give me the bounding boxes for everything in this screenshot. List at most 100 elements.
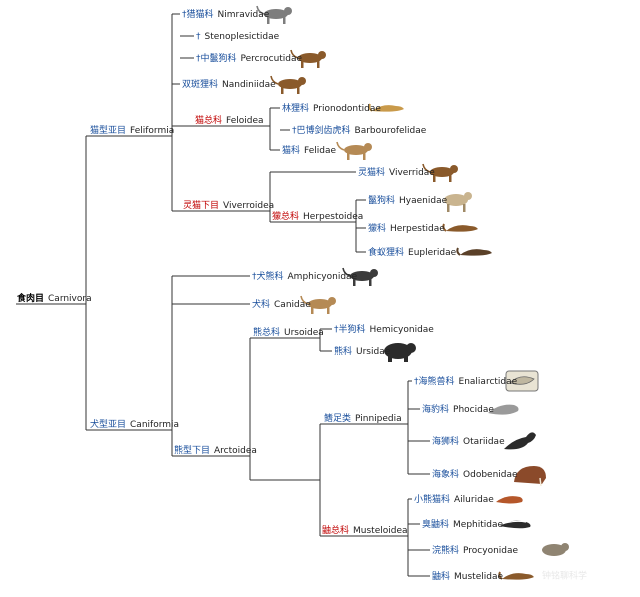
label-sci-herpestoidea: Herpestoidea: [303, 212, 363, 222]
label-nimravidae: †猎猫科 Nimravidae: [182, 8, 270, 20]
label-zh-viverroidea: 灵猫下目: [183, 199, 219, 211]
cat-icon: [336, 141, 372, 160]
label-zh-ursoidea: 熊总科: [253, 326, 280, 338]
label-sci-stenoplesictidae: Stenoplesictidae: [205, 32, 280, 42]
label-sci-enaliarctidae: Enaliarctidae: [459, 377, 518, 387]
label-zh-hyaenidae: 鬣狗科: [368, 194, 395, 206]
label-sci-hemicyonidae: Hemicyonidae: [370, 325, 435, 335]
label-sci-nandiniidae: Nandiniidae: [222, 80, 276, 90]
label-zh-prionodontidae: 林狸科: [282, 102, 309, 114]
label-musteloidea: 鼬总科 Musteloidea: [322, 524, 408, 536]
label-sci-feliformia: Feliformia: [130, 126, 174, 136]
bear-dog-icon: [342, 267, 378, 286]
label-zh-barbourofelidae: †巴博剑齿虎科: [292, 124, 351, 136]
african-palm-civet-icon: [270, 75, 306, 94]
label-zh-musteloidea: 鼬总科: [322, 524, 349, 536]
fossa-icon: [456, 247, 492, 256]
label-sci-pinnipedia: Pinnipedia: [355, 414, 402, 424]
label-sci-ailuridae: Ailuridae: [454, 495, 494, 505]
label-sci-odobenidae: Odobenidae: [463, 470, 518, 480]
label-feloidea: 猫总科 Feloidea: [195, 114, 264, 126]
label-zh-carnivora: 食肉目: [16, 292, 44, 304]
label-mustelidae: 鼬科 Mustelidae: [432, 570, 503, 582]
label-sci-barbourofelidae: Barbourofelidae: [355, 126, 427, 136]
label-sci-hyaenidae: Hyaenidae: [399, 196, 448, 206]
label-sci-percrocutidae: Percrocutidae: [241, 54, 303, 64]
label-zh-mustelidae: 鼬科: [432, 570, 450, 582]
skunk-icon: [500, 520, 531, 529]
label-zh-ailuridae: 小熊猫科: [414, 493, 450, 505]
linsang-icon: [368, 103, 404, 112]
label-zh-mephitidae: 臭鼬科: [422, 518, 449, 530]
red-panda-icon: [496, 496, 523, 504]
label-zh-pinnipedia: 鳍足类: [324, 412, 351, 424]
label-sci-amphicyonidae: Amphicyonidae: [288, 272, 358, 282]
label-ailuridae: 小熊猫科 Ailuridae: [414, 493, 494, 505]
label-sci-feloidea: Feloidea: [226, 116, 264, 126]
label-viverridae: 灵猫科 Viverridae: [358, 166, 435, 178]
civet-icon: [422, 163, 458, 182]
label-zh-nimravidae: †猎猫科: [182, 8, 214, 20]
label-zh-feloidea: 猫总科: [195, 114, 222, 126]
label-zh-herpestidae: 獴科: [368, 222, 386, 234]
label-zh-nandiniidae: 双斑狸科: [182, 78, 218, 90]
mongoose-icon: [442, 223, 478, 232]
label-nandiniidae: 双斑狸科 Nandiniidae: [182, 78, 276, 90]
bear-icon: [384, 343, 416, 362]
animal-icons: [256, 5, 569, 580]
label-sci-mustelidae: Mustelidae: [454, 572, 503, 582]
label-zh-viverridae: 灵猫科: [358, 166, 385, 178]
seal-icon: [488, 404, 519, 415]
label-prionodontidae: 林狸科 Prionodontidae: [282, 102, 381, 114]
label-zh-herpestoidea: 獴总科: [272, 210, 299, 222]
label-zh-canidae: 犬科: [252, 298, 270, 310]
label-sci-prionodontidae: Prionodontidae: [313, 104, 381, 114]
raccoon-icon: [542, 543, 569, 556]
label-zh-feliformia: 猫型亚目: [90, 124, 126, 136]
sea-lion-icon: [504, 432, 536, 450]
label-zh-otariidae: 海狮科: [432, 435, 459, 447]
label-sci-musteloidea: Musteloidea: [353, 526, 408, 536]
label-otariidae: 海狮科 Otariidae: [432, 435, 505, 447]
label-percrocutidae: †中鬣狗科 Percrocutidae: [196, 52, 303, 64]
label-zh-eupleridae: 食蚁狸科: [368, 246, 404, 258]
label-sci-viverridae: Viverridae: [389, 168, 435, 178]
label-zh-hemicyonidae: †半狗科: [334, 323, 366, 335]
label-enaliarctidae: †海熊兽科 Enaliarctidae: [414, 375, 518, 387]
label-zh-procyonidae: 浣熊科: [432, 544, 459, 556]
label-feliformia: 猫型亚目 Feliformia: [90, 124, 174, 136]
label-hyaenidae: 鬣狗科 Hyaenidae: [368, 194, 448, 206]
label-mephitidae: 臭鼬科 Mephitidae: [422, 518, 503, 530]
label-zh-arctoidea: 熊型下目: [174, 444, 210, 456]
label-zh-enaliarctidae: †海熊兽科: [414, 375, 455, 387]
label-sci-nimravidae: Nimravidae: [218, 10, 270, 20]
label-sci-viverroidea: Viverroidea: [223, 201, 274, 211]
label-zh-percrocutidae: †中鬣狗科: [196, 52, 237, 64]
label-eupleridae: 食蚁狸科 Eupleridae: [368, 246, 457, 258]
label-herpestoidea: 獴总科 Herpestoidea: [272, 210, 363, 222]
label-pinnipedia: 鳍足类 Pinnipedia: [324, 412, 402, 424]
label-sci-eupleridae: Eupleridae: [408, 248, 457, 258]
label-sci-mephitidae: Mephitidae: [453, 520, 503, 530]
weasel-icon: [498, 571, 534, 580]
label-sci-ursidae: Ursidae: [356, 347, 391, 357]
label-zh-phocidae: 海豹科: [422, 403, 449, 415]
label-sci-caniformia: Caniformia: [130, 420, 179, 430]
watermark-text: 钟铭聊科学: [542, 570, 587, 582]
label-sci-felidae: Felidae: [304, 146, 336, 156]
label-sci-otariidae: Otariidae: [463, 437, 505, 447]
percrocutid-icon: [290, 49, 326, 68]
